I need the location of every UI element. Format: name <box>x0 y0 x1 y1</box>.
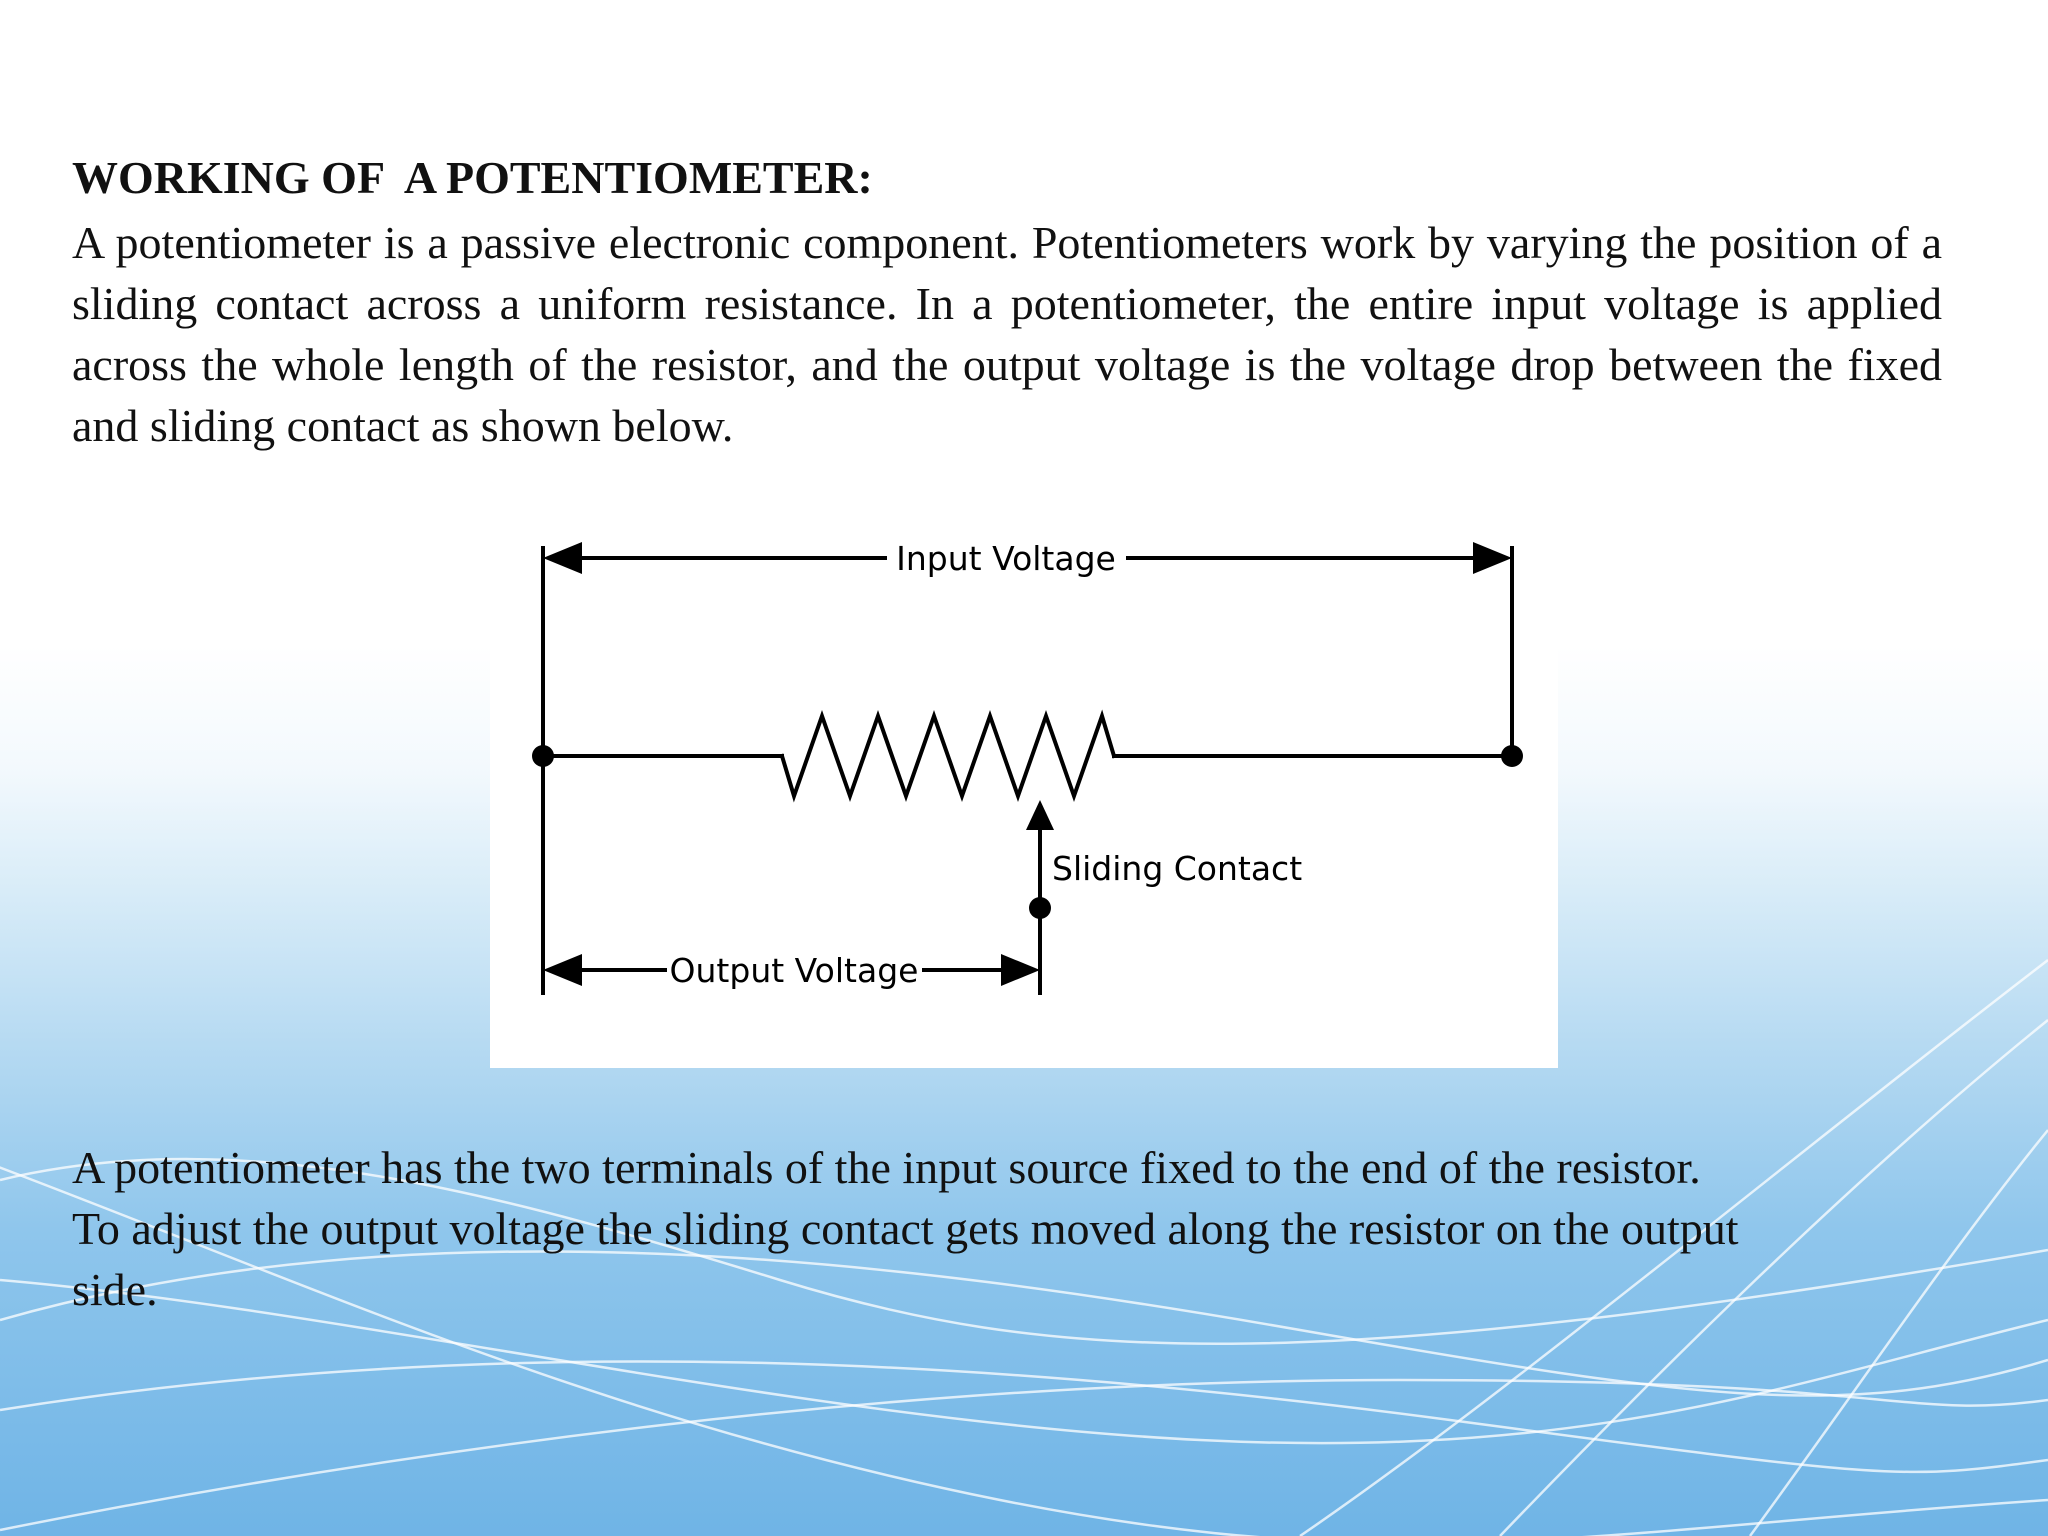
output-voltage-label: Output Voltage <box>670 951 919 990</box>
wiper-terminal-dot <box>1029 897 1051 919</box>
closing-line-1: A potentiometer has the two terminals of… <box>72 1142 1701 1193</box>
output-arrow-left-head <box>543 954 582 986</box>
potentiometer-circuit-svg: Input Voltage Sliding Contact Output Vol… <box>532 539 1523 995</box>
closing-line-2: To adjust the output voltage the sliding… <box>72 1203 1739 1254</box>
intro-paragraph: A potentiometer is a passive electronic … <box>72 217 1942 451</box>
input-voltage-label: Input Voltage <box>896 539 1116 578</box>
wiper-arrow-head <box>1026 800 1054 830</box>
input-arrow-right-head <box>1473 542 1512 574</box>
input-arrow-left-head <box>543 542 582 574</box>
left-terminal-dot <box>532 745 554 767</box>
resistor-zigzag <box>779 709 1117 803</box>
closing-line-3: side. <box>72 1264 158 1315</box>
right-terminal-dot <box>1501 745 1523 767</box>
output-arrow-right-head <box>1001 954 1040 986</box>
closing-paragraph: A potentiometer has the two terminals of… <box>72 1137 1972 1320</box>
sliding-contact-label: Sliding Contact <box>1052 849 1302 888</box>
slide-heading: WORKING OF A POTENTIOMETER: <box>72 152 873 203</box>
potentiometer-diagram: Input Voltage Sliding Contact Output Vol… <box>490 468 1558 1068</box>
